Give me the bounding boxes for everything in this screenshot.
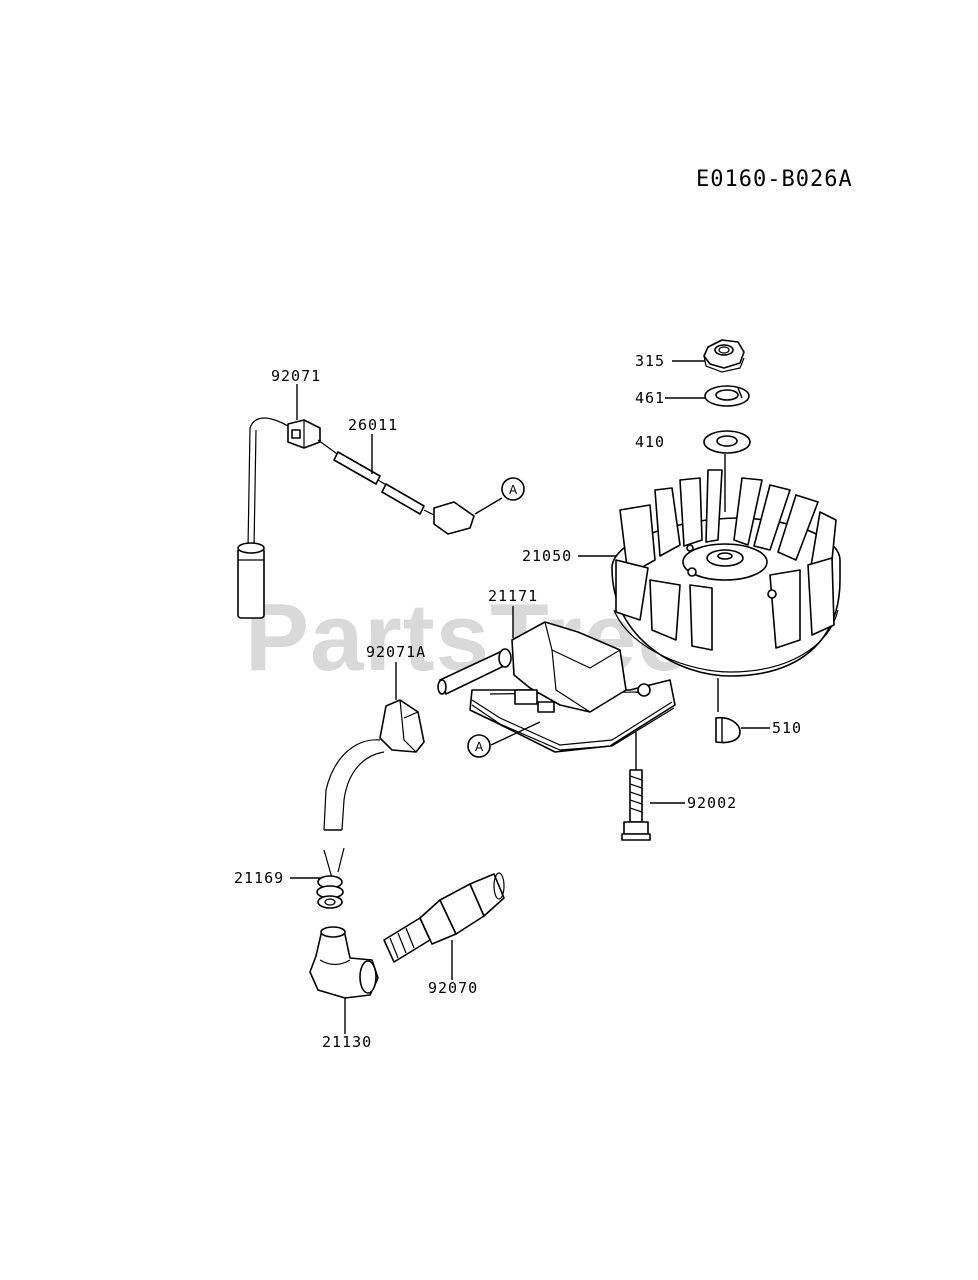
callout-21130[interactable]: 21130 [322,1033,372,1051]
callout-21171[interactable]: 21171 [488,587,538,605]
callout-315[interactable]: 315 [635,352,665,370]
ref-marker-a2[interactable]: A [467,734,491,758]
part-410-washer[interactable] [703,430,751,454]
part-21171-ignition-coil[interactable] [437,621,676,753]
part-92070-spark-plug[interactable] [383,872,505,963]
part-510-key[interactable] [715,716,741,744]
part-92071-terminal[interactable] [287,419,321,449]
callout-410[interactable]: 410 [635,433,665,451]
diagram-code: E0160-B026A [696,167,853,192]
part-21050-flywheel[interactable] [611,469,841,677]
svg-text:A: A [475,740,484,754]
leader-ref-a2 [490,721,541,746]
callout-21050[interactable]: 21050 [522,547,572,565]
part-92071A-plug-cap[interactable] [379,699,425,753]
callout-461[interactable]: 461 [635,389,665,407]
callout-26011[interactable]: 26011 [348,416,398,434]
ref-marker-a1[interactable]: A [501,477,525,501]
callout-92071A[interactable]: 92071A [366,643,426,661]
part-stop-switch-lead [237,417,289,619]
callout-510[interactable]: 510 [772,719,802,737]
part-26011-lead-wire[interactable] [317,439,475,535]
callout-92002[interactable]: 92002 [687,794,737,812]
part-315-nut[interactable] [703,339,745,373]
leader-ref-a1 [474,497,503,515]
part-92002-bolt[interactable] [621,732,651,841]
callout-92071[interactable]: 92071 [271,367,321,385]
part-21130-plug-boot[interactable] [309,926,379,999]
callout-92070[interactable]: 92070 [428,979,478,997]
callout-21169[interactable]: 21169 [234,869,284,887]
part-21169-spring[interactable] [316,847,345,909]
part-ht-tube [323,739,385,831]
svg-text:A: A [509,483,518,497]
part-461-lock-washer[interactable] [704,385,750,407]
